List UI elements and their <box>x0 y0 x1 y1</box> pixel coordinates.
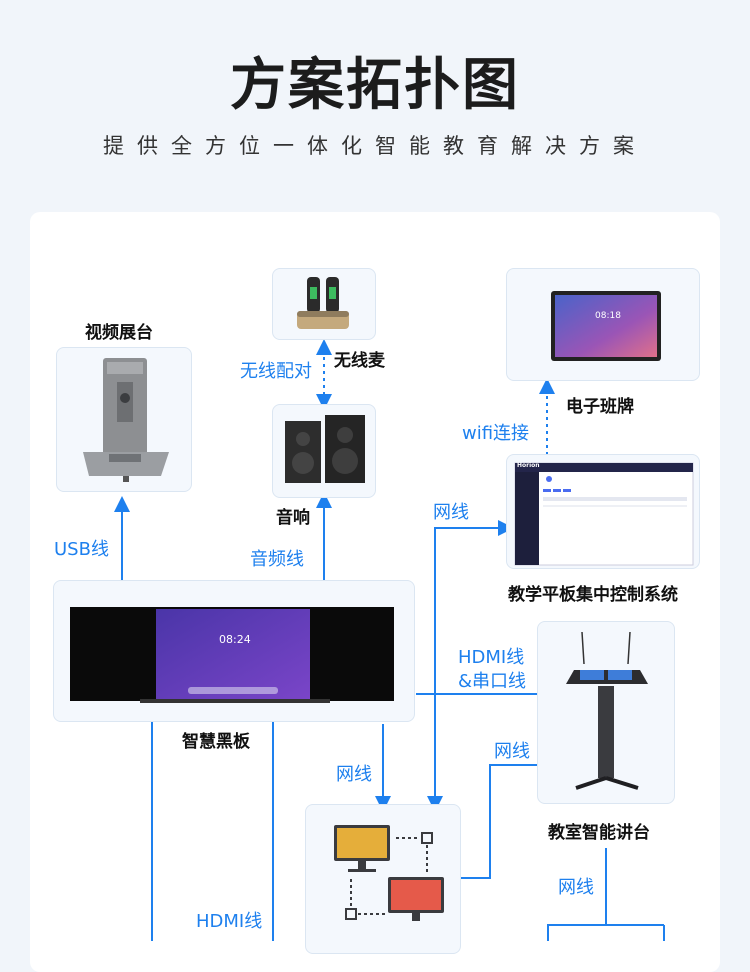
hdmi-serial-label-1: HDMI线 <box>458 647 525 668</box>
microphone-box <box>272 268 376 340</box>
page-subtitle: 提供全方位一体化智能教育解决方案 <box>103 134 647 158</box>
visualizer-label: 视频展台 <box>85 323 153 343</box>
connection-lines <box>114 339 665 941</box>
control-brand: Horion <box>517 462 540 469</box>
visualizer-box <box>56 347 192 492</box>
network-computers-image <box>334 825 444 921</box>
blackboard-image <box>70 607 394 703</box>
e-board-image <box>551 291 661 361</box>
microphone-label: 无线麦 <box>334 351 385 371</box>
control-system-box: Horion <box>506 454 700 569</box>
network-computers-box <box>305 804 461 954</box>
hdmi-serial-label-2: &串口线 <box>458 671 527 692</box>
wifi-label: wifi连接 <box>462 423 530 444</box>
net-bottom-line <box>547 848 607 941</box>
visualizer-image <box>83 358 169 482</box>
control-system-image <box>514 462 694 566</box>
net-control-label: 网线 <box>433 502 469 523</box>
hdmi-bottom-label: HDMI线 <box>196 911 263 932</box>
blackboard-time: 08:24 <box>219 633 251 646</box>
podium-box <box>537 621 675 804</box>
e-board-label: 电子班牌 <box>566 397 634 417</box>
speakers-box <box>272 404 376 498</box>
blackboard-box: 08:24 <box>53 580 415 722</box>
microphone-image <box>297 277 349 329</box>
page-title: 方案拓扑图 <box>230 53 520 118</box>
speakers-label: 音响 <box>276 508 310 528</box>
control-system-label: 教学平板集中控制系统 <box>508 585 678 605</box>
net-control-line <box>427 520 514 812</box>
usb-line-label: USB线 <box>54 539 109 560</box>
speakers-image <box>285 415 365 483</box>
audio-line-label: 音频线 <box>250 549 304 570</box>
net-podium-label: 网线 <box>494 741 530 762</box>
net-bottom-label: 网线 <box>558 877 594 898</box>
podium-image <box>566 631 648 790</box>
e-board-time: 08:18 <box>595 311 621 321</box>
net-podium-line <box>461 764 537 879</box>
wireless-pair-label: 无线配对 <box>240 361 312 382</box>
podium-label: 教室智能讲台 <box>548 823 650 843</box>
blackboard-label: 智慧黑板 <box>182 732 250 752</box>
e-board-box: 08:18 <box>506 268 700 381</box>
net-switch-label: 网线 <box>336 764 372 785</box>
